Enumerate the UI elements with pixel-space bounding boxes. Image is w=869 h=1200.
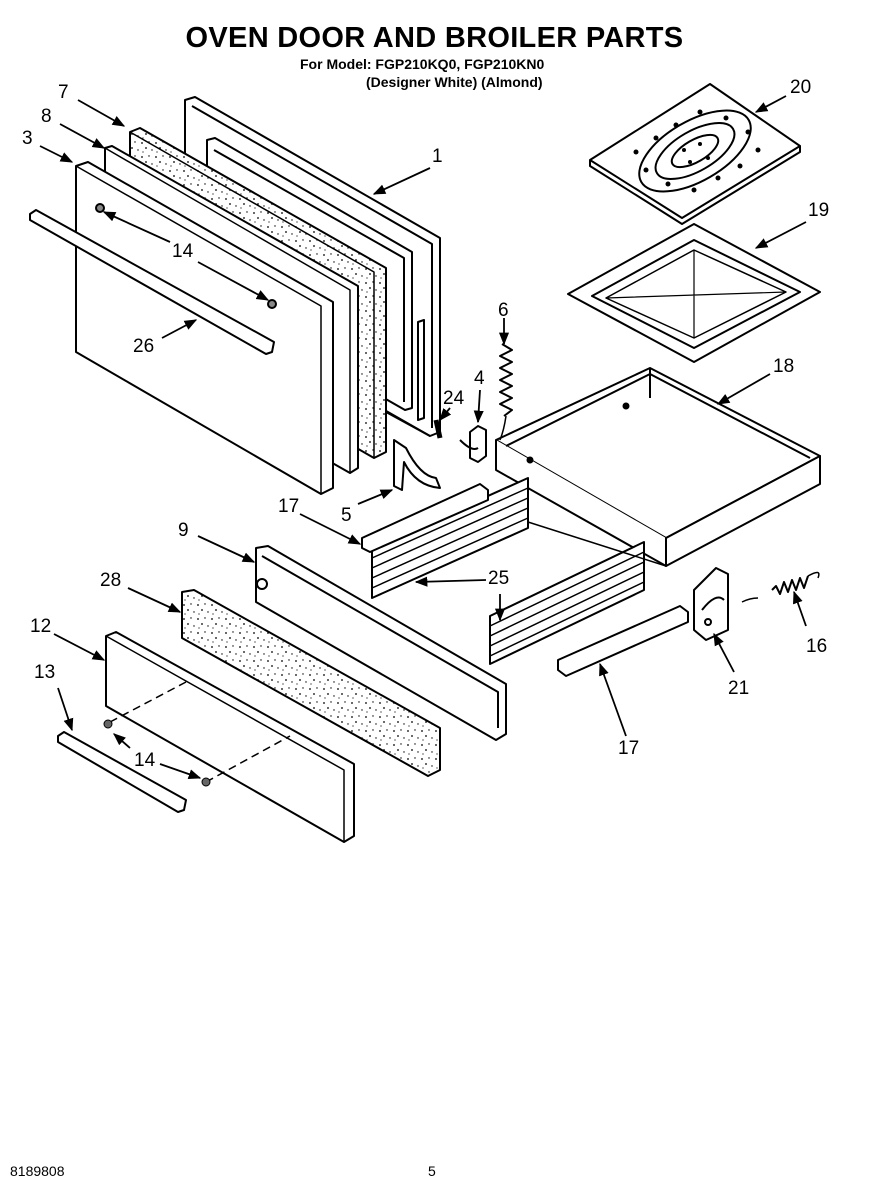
document-number: 8189808 bbox=[10, 1163, 65, 1179]
label-24: 24 bbox=[443, 388, 465, 409]
label-21: 21 bbox=[728, 678, 749, 699]
label-16: 16 bbox=[806, 636, 827, 657]
spring-16 bbox=[741, 571, 820, 603]
rail-upper bbox=[361, 483, 489, 553]
label-25: 25 bbox=[488, 568, 509, 589]
page-title: OVEN DOOR AND BROILER PARTS bbox=[185, 22, 684, 54]
label-28: 28 bbox=[100, 570, 121, 591]
outer-door-panel bbox=[75, 161, 334, 495]
lower-outer-panel bbox=[105, 631, 355, 843]
label-17b: 17 bbox=[618, 738, 639, 759]
label-4: 4 bbox=[474, 368, 485, 389]
model-line: For Model: FGP210KQ0, FGP210KN0 bbox=[300, 56, 545, 72]
label-14b: 14 bbox=[134, 750, 156, 771]
hinge-5 bbox=[393, 439, 441, 491]
rail-lower bbox=[557, 605, 689, 677]
rod-24 bbox=[433, 419, 443, 439]
part-labels: 7 8 3 1 14 26 20 19 18 6 4 24 5 17 9 25 … bbox=[22, 77, 829, 771]
assembly-lines bbox=[109, 681, 291, 783]
label-18: 18 bbox=[773, 356, 794, 377]
fasteners-14 bbox=[103, 719, 211, 787]
label-7: 7 bbox=[58, 82, 69, 103]
label-1: 1 bbox=[432, 146, 443, 167]
label-12: 12 bbox=[30, 616, 51, 637]
lower-handle bbox=[57, 731, 187, 813]
label-20: 20 bbox=[790, 77, 811, 98]
hinge-bracket-4 bbox=[459, 425, 487, 463]
page-number: 5 bbox=[428, 1163, 436, 1179]
lower-insulation bbox=[181, 589, 441, 777]
label-13: 13 bbox=[34, 662, 55, 683]
leader-lines bbox=[39, 95, 807, 780]
broiler-drawer bbox=[495, 367, 821, 567]
label-26: 26 bbox=[133, 336, 154, 357]
variant-line: (Designer White) (Almond) bbox=[366, 74, 543, 90]
label-8: 8 bbox=[41, 106, 52, 127]
label-19: 19 bbox=[808, 200, 829, 221]
label-3: 3 bbox=[22, 128, 33, 149]
broiler-pan bbox=[567, 223, 821, 363]
label-17a: 17 bbox=[278, 496, 299, 517]
drawer-bracket bbox=[693, 567, 729, 641]
door-handle bbox=[29, 203, 277, 355]
label-14a: 14 bbox=[172, 241, 194, 262]
lower-door-frame bbox=[255, 545, 507, 741]
spring-6 bbox=[499, 343, 513, 441]
label-6: 6 bbox=[498, 300, 509, 321]
drawer-slide-right bbox=[489, 541, 645, 665]
label-9: 9 bbox=[178, 520, 189, 541]
grid-holes bbox=[633, 109, 761, 193]
broiler-pan-grid bbox=[589, 83, 801, 225]
label-5: 5 bbox=[341, 505, 352, 526]
